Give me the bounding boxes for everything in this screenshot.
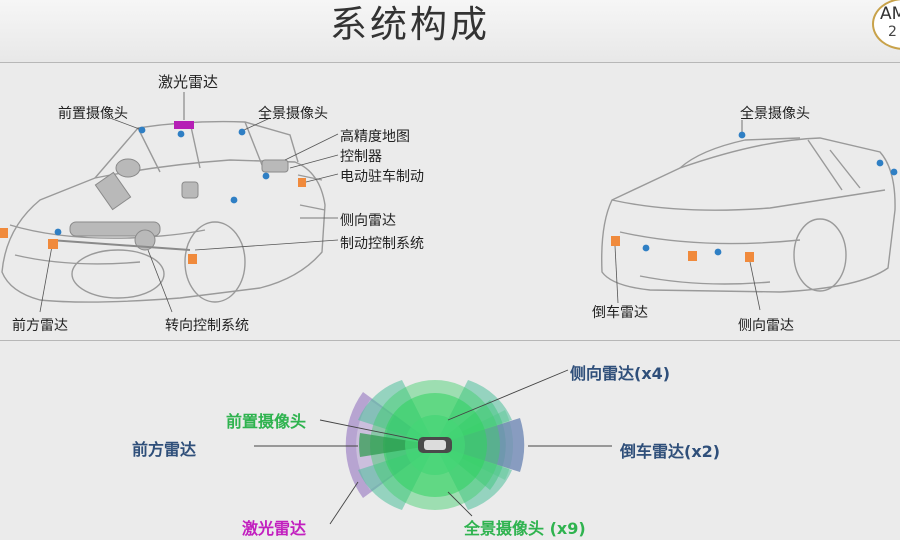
front-car-drawing xyxy=(1,120,326,303)
coverage-label-reverse-radar: 倒车雷达(x2) xyxy=(620,442,721,461)
front-car-sensors xyxy=(0,121,306,264)
label-steering-control: 转向控制系统 xyxy=(165,318,249,334)
label-surround-camera-front: 全景摄像头 xyxy=(258,106,328,122)
coverage-leader-lines xyxy=(254,369,612,525)
page-title: 系统构成 xyxy=(330,3,490,46)
label-reverse-radar: 倒车雷达 xyxy=(592,305,648,321)
label-front-camera: 前置摄像头 xyxy=(58,106,128,122)
logo-line-1: AM xyxy=(880,4,900,24)
label-side-radar-rear: 侧向雷达 xyxy=(738,318,794,334)
coverage-label-front-radar: 前方雷达 xyxy=(132,440,197,459)
coverage-diagram xyxy=(345,380,525,510)
rear-car-leader-lines xyxy=(614,120,761,311)
title-divider xyxy=(0,62,900,63)
coverage-label-front-camera: 前置摄像头 xyxy=(226,412,307,431)
label-lidar-front: 激光雷达 xyxy=(158,73,219,91)
logo-line-2: 2 xyxy=(888,24,897,40)
title-bar: 系统构成 xyxy=(0,0,900,62)
coverage-label-side-radar: 侧向雷达(x4) xyxy=(570,364,671,383)
section-divider xyxy=(0,340,900,341)
label-front-radar: 前方雷达 xyxy=(12,318,68,334)
front-car-leader-lines xyxy=(39,92,339,313)
front-car-internals xyxy=(49,158,289,251)
rear-car-sensors xyxy=(611,131,898,262)
label-hd-map: 高精度地图 xyxy=(340,129,410,145)
coverage-label-lidar: 激光雷达 xyxy=(242,519,307,538)
rear-car-drawing xyxy=(601,137,896,293)
coverage-label-surround-camera: 全景摄像头 (x9) xyxy=(464,519,586,538)
label-controller: 控制器 xyxy=(340,149,382,165)
label-side-radar-front: 侧向雷达 xyxy=(340,213,396,229)
label-epb: 电动驻车制动 xyxy=(340,169,424,185)
brand-logo: AM 2 xyxy=(872,0,900,50)
label-surround-camera-rear: 全景摄像头 xyxy=(740,106,810,122)
label-brake-control: 制动控制系统 xyxy=(340,236,424,252)
